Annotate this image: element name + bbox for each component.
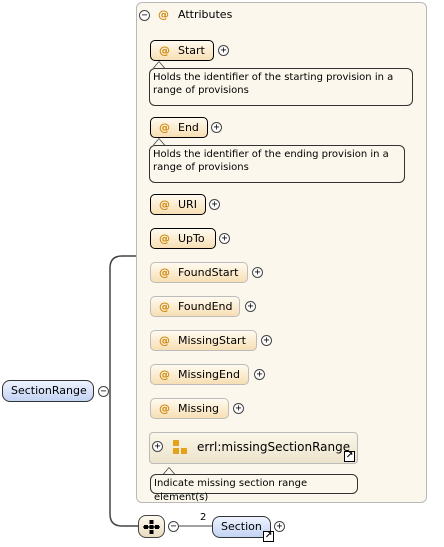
attribute-missing[interactable]: @ Missing	[150, 398, 229, 419]
link-arrow-icon[interactable]: ↗	[263, 531, 274, 542]
attribute-label: URI	[178, 198, 197, 211]
attribute-start[interactable]: @ Start	[150, 40, 214, 61]
attribute-label: MissingStart	[178, 334, 246, 347]
end-note: Holds the identifier of the ending provi…	[149, 145, 405, 183]
link-arrow-icon[interactable]: ↗	[344, 451, 355, 462]
attribute-uri[interactable]: @ URI	[150, 194, 206, 215]
expand-uri-icon[interactable]: +	[209, 199, 220, 210]
attribute-icon: @	[159, 300, 170, 313]
cardinality-label: 2	[200, 512, 207, 523]
expand-upto-icon[interactable]: +	[219, 233, 230, 244]
collapse-sequence-icon[interactable]: −	[168, 521, 179, 532]
attribute-label: UpTo	[178, 232, 205, 245]
attribute-icon: @	[159, 334, 170, 347]
expand-group-ref-icon[interactable]: +	[152, 441, 163, 452]
attribute-label: FoundStart	[178, 266, 239, 279]
child-element-label: Section	[221, 520, 262, 533]
expand-foundend-icon[interactable]: +	[245, 301, 256, 312]
attribute-label: Start	[178, 44, 205, 57]
attribute-missingend[interactable]: @ MissingEnd	[150, 364, 249, 385]
attribute-group-icon	[173, 440, 187, 454]
attribute-icon: @	[159, 121, 170, 134]
group-ref-label: errl:missingSectionRange	[197, 440, 351, 454]
attribute-icon: @	[159, 198, 170, 211]
attribute-icon: @	[158, 8, 169, 21]
attributes-group-label: Attributes	[178, 8, 233, 21]
group-ref-note: Indicate missing section range element(s…	[150, 474, 358, 503]
attribute-icon: @	[159, 266, 170, 279]
attribute-foundend[interactable]: @ FoundEnd	[150, 296, 240, 317]
attribute-icon: @	[159, 368, 170, 381]
attribute-upto[interactable]: @ UpTo	[150, 228, 216, 249]
attribute-label: FoundEnd	[178, 300, 233, 313]
expand-end-icon[interactable]: +	[211, 122, 222, 133]
expand-foundstart-icon[interactable]: +	[252, 267, 263, 278]
expand-section-icon[interactable]: +	[274, 521, 285, 532]
attribute-missingstart[interactable]: @ MissingStart	[150, 330, 257, 351]
attribute-label: Missing	[178, 402, 220, 415]
expand-missingstart-icon[interactable]: +	[261, 335, 272, 346]
expand-missingend-icon[interactable]: +	[254, 369, 265, 380]
attribute-end[interactable]: @ End	[150, 117, 208, 138]
root-element-sectionrange[interactable]: SectionRange	[2, 380, 94, 402]
note-pointer	[153, 138, 165, 145]
sequence-icon	[143, 520, 160, 534]
collapse-attributes-icon[interactable]: −	[139, 10, 150, 21]
attribute-label: MissingEnd	[178, 368, 240, 381]
root-element-label: SectionRange	[11, 384, 87, 397]
attribute-icon: @	[159, 44, 170, 57]
collapse-root-icon[interactable]: −	[98, 386, 109, 397]
attribute-label: End	[178, 121, 199, 134]
child-element-section[interactable]: Section	[212, 516, 271, 538]
attribute-icon: @	[159, 232, 170, 245]
note-pointer	[153, 61, 165, 68]
start-note: Holds the identifier of the starting pro…	[149, 68, 413, 106]
attribute-icon: @	[159, 402, 170, 415]
attribute-foundstart[interactable]: @ FoundStart	[150, 262, 248, 283]
note-pointer	[163, 467, 175, 474]
expand-start-icon[interactable]: +	[218, 45, 229, 56]
expand-missing-icon[interactable]: +	[233, 403, 244, 414]
